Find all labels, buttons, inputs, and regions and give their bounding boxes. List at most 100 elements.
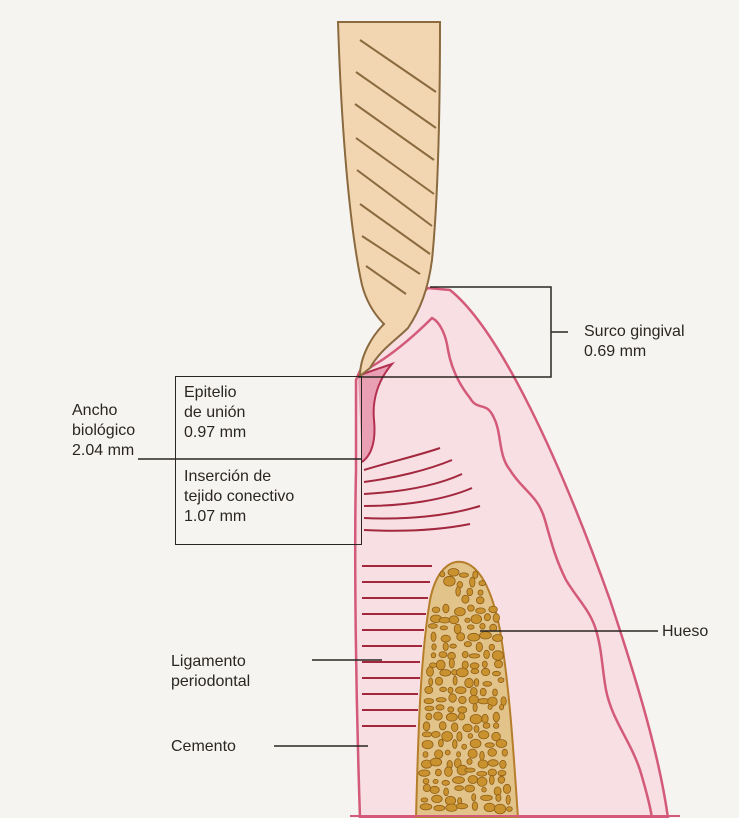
trabecula bbox=[440, 687, 447, 691]
trabecula bbox=[483, 681, 492, 686]
trabecula bbox=[482, 787, 487, 792]
trabecula bbox=[484, 803, 495, 811]
trabecula bbox=[472, 794, 476, 801]
trabecula bbox=[425, 686, 433, 693]
trabecula bbox=[468, 734, 473, 739]
trabecula bbox=[477, 772, 487, 777]
trabecula bbox=[464, 642, 471, 647]
trabecula bbox=[488, 760, 498, 767]
label-surco-gingival: Surco gingival 0.69 mm bbox=[584, 322, 685, 362]
trabecula bbox=[440, 670, 451, 677]
epitelio-line1: Epitelio bbox=[184, 383, 246, 403]
trabecula bbox=[468, 633, 480, 641]
trabecula bbox=[432, 795, 443, 802]
trabecula bbox=[484, 614, 490, 621]
cemento-text: Cemento bbox=[171, 737, 236, 757]
trabecula bbox=[458, 707, 467, 713]
trabecula bbox=[445, 750, 450, 755]
trabecula bbox=[480, 688, 486, 696]
trabecula bbox=[436, 698, 446, 702]
trabecula bbox=[441, 635, 450, 642]
trabecula bbox=[439, 652, 447, 658]
trabecula bbox=[488, 705, 492, 710]
trabecula bbox=[465, 678, 474, 687]
trabecula bbox=[445, 767, 453, 777]
trabecula bbox=[423, 779, 429, 784]
trabecula bbox=[489, 775, 494, 784]
label-ligamento-periodontal: Ligamento periodontal bbox=[171, 652, 250, 692]
trabecula bbox=[435, 769, 441, 776]
trabecula bbox=[492, 651, 503, 661]
trabecula bbox=[450, 644, 457, 648]
ancho-line2: biológico bbox=[72, 421, 135, 441]
trabecula bbox=[479, 581, 486, 586]
trabecula bbox=[455, 608, 466, 616]
trabecula bbox=[462, 744, 467, 749]
trabecula bbox=[498, 678, 504, 683]
trabecula bbox=[485, 743, 494, 748]
trabecula bbox=[476, 642, 482, 651]
trabecula bbox=[470, 688, 477, 696]
ligamento-line2: periodontal bbox=[171, 672, 250, 692]
trabecula bbox=[456, 803, 467, 808]
trabecula bbox=[423, 752, 428, 758]
trabecula bbox=[420, 804, 432, 810]
trabecula bbox=[434, 712, 443, 720]
label-ancho-biologico: Ancho biológico 2.04 mm bbox=[72, 401, 135, 461]
trabecula bbox=[433, 779, 438, 783]
ligamento-line1: Ligamento bbox=[171, 652, 250, 672]
trabecula bbox=[449, 616, 459, 624]
trabecula bbox=[446, 804, 458, 811]
trabecula bbox=[430, 758, 441, 766]
trabecula bbox=[431, 632, 436, 641]
trabecula bbox=[465, 768, 475, 772]
trabecula bbox=[494, 804, 505, 814]
trabecula bbox=[507, 807, 513, 812]
trabecula bbox=[439, 722, 446, 730]
trabecula bbox=[440, 626, 447, 630]
trabecula bbox=[429, 678, 433, 686]
trabecula bbox=[424, 699, 434, 704]
trabecula bbox=[476, 608, 486, 614]
trabecula bbox=[439, 617, 450, 623]
trabecula bbox=[493, 712, 499, 722]
label-hueso: Hueso bbox=[662, 622, 708, 642]
trabecula bbox=[476, 597, 484, 604]
trabecula bbox=[427, 667, 434, 677]
trabecula bbox=[467, 625, 474, 629]
trabecula bbox=[436, 705, 444, 710]
trabecula bbox=[445, 796, 455, 805]
trabecula bbox=[498, 776, 505, 783]
trabecula bbox=[453, 740, 457, 749]
trabecula bbox=[465, 618, 470, 622]
trabecula bbox=[465, 785, 475, 792]
trabecula bbox=[449, 659, 454, 669]
trabecula bbox=[493, 635, 503, 642]
trabecula bbox=[481, 795, 493, 800]
trabecula bbox=[421, 798, 428, 802]
trabecula bbox=[470, 714, 482, 723]
trabecula bbox=[448, 687, 453, 693]
trabecula bbox=[470, 739, 481, 748]
trabecula bbox=[448, 707, 454, 712]
trabecula bbox=[443, 643, 448, 651]
trabecula bbox=[493, 614, 499, 623]
trabecula bbox=[471, 669, 479, 674]
trabecula bbox=[425, 706, 434, 711]
trabecula bbox=[435, 677, 442, 685]
trabecula bbox=[456, 668, 468, 677]
trabecula bbox=[449, 694, 457, 702]
trabecula bbox=[471, 615, 482, 624]
trabecula bbox=[448, 569, 459, 577]
trabecula bbox=[455, 786, 464, 791]
trabecula bbox=[456, 587, 461, 597]
trabecula bbox=[479, 731, 489, 739]
trabecula bbox=[493, 723, 498, 729]
trabecula bbox=[435, 750, 443, 759]
trabecula bbox=[426, 713, 432, 720]
trabecula bbox=[478, 590, 483, 595]
trabecula bbox=[430, 786, 439, 793]
trabecula bbox=[456, 687, 467, 694]
trabecula bbox=[434, 805, 445, 811]
trabecula bbox=[467, 588, 473, 596]
